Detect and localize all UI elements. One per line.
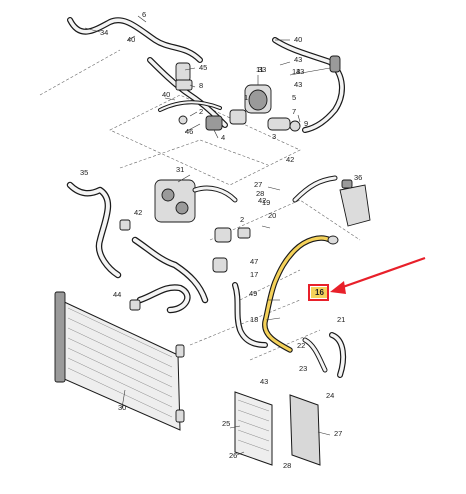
upper-hose-assembly	[67, 17, 228, 131]
callout-8: 8	[199, 81, 203, 90]
middle-connectors	[212, 227, 268, 348]
callout-highlight	[311, 287, 327, 298]
callout-47: 47	[250, 257, 258, 266]
callout-49: 49	[249, 289, 257, 298]
callout-43: 43	[294, 80, 302, 89]
callout-27: 27	[334, 429, 342, 438]
leader-lines	[84, 15, 331, 456]
callout-40: 40	[127, 35, 135, 44]
pointer-arrow	[330, 256, 426, 294]
callout-1: 1	[244, 93, 248, 102]
callout-43: 43	[294, 55, 302, 64]
highlighted-coolant-line	[262, 235, 339, 353]
callout-22: 22	[297, 341, 305, 350]
callout-30: 30	[118, 403, 126, 412]
callout-4: 4	[221, 133, 225, 142]
callout-20: 20	[268, 211, 276, 220]
callout-25: 25	[222, 419, 230, 428]
callout-23: 23	[299, 364, 307, 373]
callout-43: 43	[296, 67, 304, 76]
callout-7: 7	[292, 107, 296, 116]
callout-2: 2	[199, 107, 203, 116]
callout-27: 27	[254, 180, 262, 189]
callout-3: 3	[272, 132, 276, 141]
callout-26: 26	[229, 451, 237, 460]
callout-marker	[308, 284, 329, 301]
radiator-hoses	[66, 181, 209, 314]
callout-6: 6	[142, 10, 146, 19]
callout-24: 24	[326, 391, 334, 400]
callout-35: 35	[80, 168, 88, 177]
grouping-lines	[39, 49, 361, 361]
callout-13: 13	[292, 67, 300, 76]
callout-43: 43	[260, 377, 268, 386]
callout-46: 46	[185, 127, 193, 136]
callout-42: 42	[258, 196, 266, 205]
callout-19: 19	[262, 198, 270, 207]
radiator	[54, 291, 185, 431]
callout-44: 44	[113, 290, 121, 299]
callout-40: 40	[294, 35, 302, 44]
upper-right-hoses	[272, 37, 345, 133]
callout-28: 28	[256, 189, 264, 198]
callout-31: 31	[176, 165, 184, 174]
callout-17: 17	[250, 270, 258, 279]
callout-28: 28	[283, 461, 291, 470]
callout-21: 21	[337, 315, 345, 324]
callout-36: 36	[354, 173, 362, 182]
expansion-tank	[292, 175, 371, 227]
callout-40: 40	[162, 90, 170, 99]
thermostat-housing	[154, 179, 238, 223]
callout-42: 42	[134, 208, 142, 217]
callout-45: 45	[199, 63, 207, 72]
callout-11: 11	[256, 65, 264, 74]
callout-33: 33	[258, 65, 266, 74]
callout-2: 2	[240, 215, 244, 224]
callout-9: 9	[304, 119, 308, 128]
water-pump-assembly	[229, 84, 301, 132]
callout-42: 42	[286, 155, 294, 164]
auxiliary-cooler	[234, 332, 347, 466]
callout-5: 5	[292, 93, 296, 102]
callout-16: 16	[315, 288, 324, 297]
callout-18: 18	[250, 315, 258, 324]
callout-34: 34	[100, 28, 108, 37]
